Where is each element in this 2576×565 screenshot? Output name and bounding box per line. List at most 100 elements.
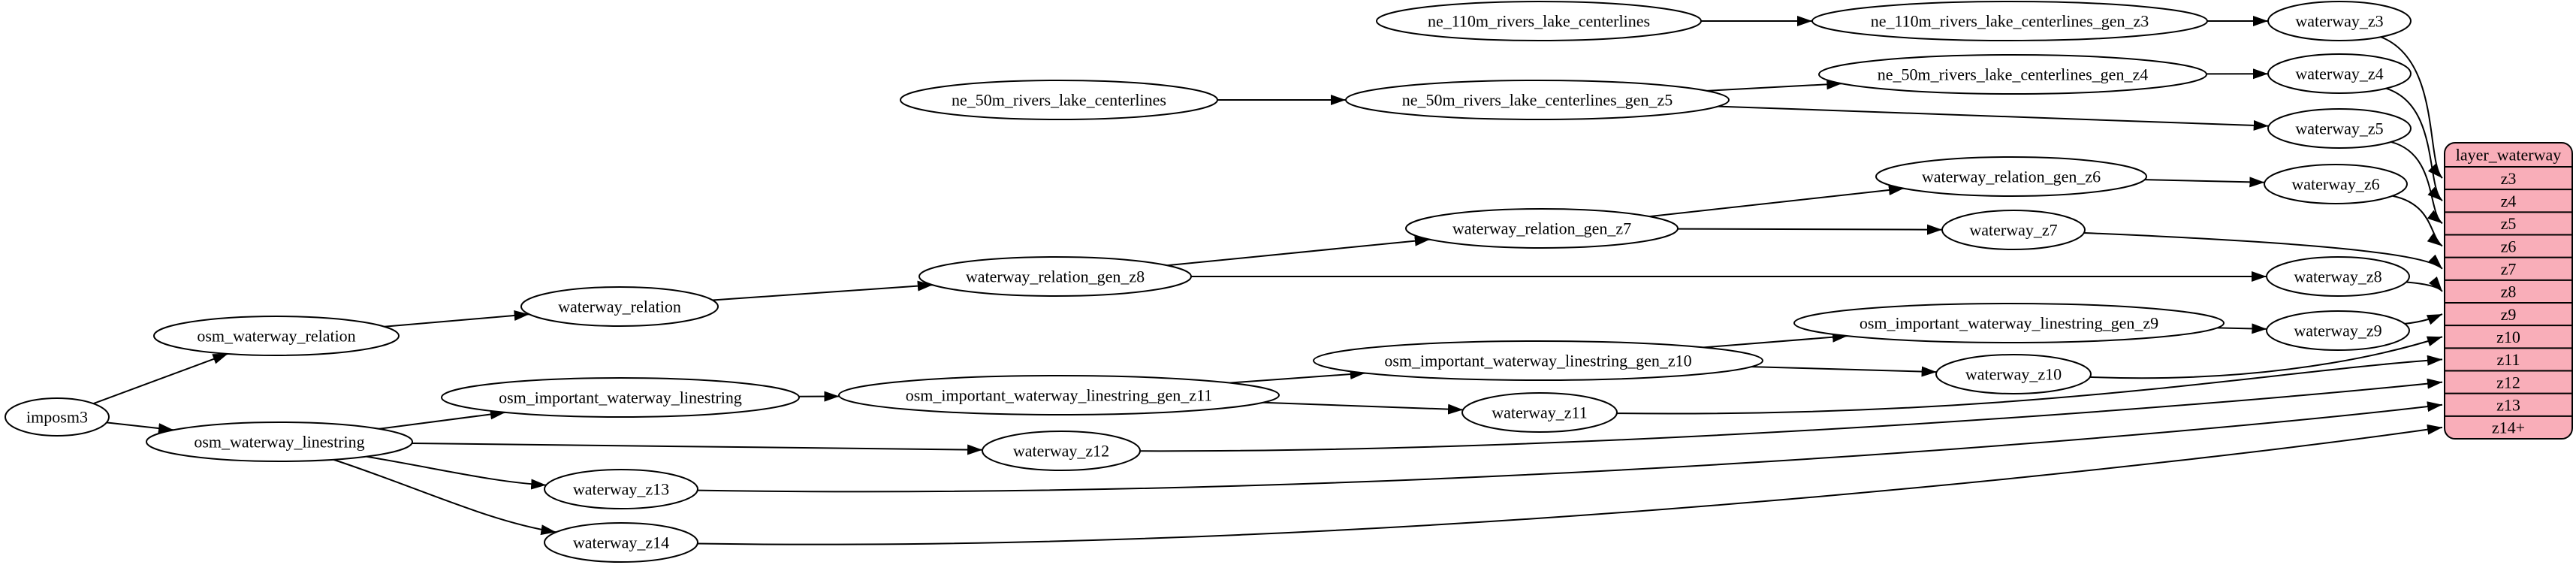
node-label-osm_important_waterway_linestring: osm_important_waterway_linestring — [499, 388, 742, 407]
node-osm_waterway_relation: osm_waterway_relation — [153, 316, 400, 356]
edge-waterway_z6-to-z6 — [2392, 195, 2443, 247]
edge-waterway_z10-to-z10 — [2089, 336, 2443, 379]
table-layer-waterway: layer_waterwayz3z4z5z6z7z8z9z10z11z12z13… — [2444, 142, 2573, 440]
node-waterway_z13: waterway_z13 — [544, 469, 698, 509]
node-ne_50m_rivers_lake_centerlines_gen_z5: ne_50m_rivers_lake_centerlines_gen_z5 — [1345, 80, 1730, 120]
table-row-z5: z5 — [2501, 214, 2517, 233]
edge-waterway_z8-to-z8 — [2406, 276, 2443, 292]
edge-waterway_relation_gen_z7-to-waterway_relation_gen_z6 — [1649, 185, 1905, 218]
node-label-osm_important_waterway_linestring_gen_z9: osm_important_waterway_linestring_gen_z9 — [1860, 314, 2158, 333]
edge-imposm3-to-osm_waterway_linestring — [106, 421, 174, 434]
edge-osm_waterway_relation-to-waterway_relation — [384, 310, 529, 328]
node-label-waterway_z14: waterway_z14 — [573, 533, 669, 552]
node-osm_important_waterway_linestring_gen_z11: osm_important_waterway_linestring_gen_z1… — [838, 375, 1280, 415]
node-label-ne_50m_rivers_lake_centerlines: ne_50m_rivers_lake_centerlines — [952, 91, 1166, 110]
node-shape-waterway_z12 — [982, 431, 1141, 471]
edge-waterway_relation_gen_z6-to-waterway_z6 — [2144, 177, 2265, 188]
node-osm_important_waterway_linestring: osm_important_waterway_linestring — [441, 377, 800, 418]
node-shape-ne_50m_rivers_lake_centerlines_gen_z5 — [1345, 80, 1730, 120]
node-waterway_z9: waterway_z9 — [2266, 310, 2410, 351]
node-imposm3: imposm3 — [5, 397, 110, 437]
node-label-waterway_relation_gen_z7: waterway_relation_gen_z7 — [1452, 219, 1631, 238]
table-row-z13: z13 — [2496, 395, 2520, 414]
table-row-z8: z8 — [2501, 282, 2517, 301]
node-label-waterway_z9: waterway_z9 — [2294, 322, 2381, 340]
table-row-z6: z6 — [2501, 237, 2517, 255]
edge-waterway_z5-to-z5 — [2390, 140, 2443, 225]
node-label-waterway_relation_gen_z6: waterway_relation_gen_z6 — [1922, 168, 2101, 186]
node-ne_50m_rivers_lake_centerlines_gen_z4: ne_50m_rivers_lake_centerlines_gen_z4 — [1818, 54, 2207, 95]
table-row-z14+: z14+ — [2492, 418, 2525, 437]
node-label-waterway_z6: waterway_z6 — [2291, 175, 2379, 194]
node-waterway_z14: waterway_z14 — [544, 522, 698, 563]
node-waterway_z3: waterway_z3 — [2267, 1, 2412, 41]
edge-waterway_relation_gen_z8-to-waterway_relation_gen_z7 — [1167, 235, 1430, 267]
edge-waterway_z9-to-z9 — [2404, 313, 2443, 325]
node-label-waterway_z7: waterway_z7 — [1969, 221, 2057, 240]
node-waterway_z12: waterway_z12 — [982, 431, 1141, 471]
node-shape-waterway_z9 — [2266, 310, 2410, 351]
table-row-z4: z4 — [2501, 192, 2517, 210]
node-label-osm_waterway_linestring: osm_waterway_linestring — [194, 433, 364, 452]
node-osm_important_waterway_linestring_gen_z9: osm_important_waterway_linestring_gen_z9 — [1793, 303, 2225, 343]
node-shape-waterway_relation_gen_z6 — [1875, 156, 2147, 197]
node-waterway_relation: waterway_relation — [520, 286, 719, 327]
edge-osm_important_waterway_linestring_gen_z10-to-osm_important_waterway_linestring_gen_z9 — [1703, 331, 1848, 349]
node-ne_50m_rivers_lake_centerlines: ne_50m_rivers_lake_centerlines — [900, 80, 1218, 120]
node-shape-osm_waterway_relation — [153, 316, 400, 356]
node-label-waterway_z13: waterway_z13 — [573, 480, 669, 499]
edge-waterway_z14-to-z14+ — [697, 424, 2443, 545]
edge-waterway_z13-to-z13 — [697, 401, 2443, 493]
node-label-osm_waterway_relation: osm_waterway_relation — [197, 327, 355, 346]
node-label-waterway_z5: waterway_z5 — [2295, 119, 2383, 138]
node-shape-waterway_z3 — [2267, 1, 2412, 41]
edge-waterway_relation-to-waterway_relation_gen_z8 — [712, 280, 933, 301]
node-shape-osm_important_waterway_linestring_gen_z11 — [838, 375, 1280, 415]
node-shape-waterway_relation — [520, 286, 719, 327]
edge-waterway_z4-to-z4 — [2385, 87, 2443, 202]
node-shape-waterway_z7 — [1941, 210, 2086, 250]
table-row-z10: z10 — [2496, 328, 2520, 346]
node-shape-waterway_z5 — [2267, 108, 2412, 149]
node-shape-waterway_z11 — [1461, 392, 1618, 433]
table-row-z12: z12 — [2496, 373, 2520, 391]
node-ne_110m_rivers_lake_centerlines: ne_110m_rivers_lake_centerlines — [1376, 1, 1702, 41]
node-shape-osm_important_waterway_linestring_gen_z10 — [1313, 340, 1763, 381]
edge-osm_important_waterway_linestring_gen_z11-to-waterway_z11 — [1262, 401, 1464, 415]
table-row-z7: z7 — [2501, 259, 2517, 278]
node-label-waterway_relation_gen_z8: waterway_relation_gen_z8 — [966, 267, 1145, 286]
edge-imposm3-to-osm_waterway_relation — [92, 352, 228, 405]
edge-ne_50m_rivers_lake_centerlines_gen_z5-to-waterway_z5 — [1718, 105, 2269, 131]
edge-waterway_z12-to-z12 — [1139, 378, 2443, 452]
node-shape-ne_50m_rivers_lake_centerlines — [900, 80, 1218, 120]
node-shape-waterway_z14 — [544, 522, 698, 563]
table-row-z3: z3 — [2501, 169, 2517, 188]
edge-osm_waterway_linestring-to-waterway_z14 — [333, 458, 557, 536]
edge-osm_waterway_linestring-to-waterway_z12 — [412, 443, 983, 455]
node-shape-waterway_relation_gen_z8 — [918, 256, 1192, 297]
table-row-z11: z11 — [2497, 350, 2520, 369]
node-waterway_z5: waterway_z5 — [2267, 108, 2412, 149]
edge-osm_important_waterway_linestring_gen_z9-to-waterway_z9 — [2217, 323, 2267, 334]
node-waterway_z7: waterway_z7 — [1941, 210, 2086, 250]
node-label-waterway_z12: waterway_z12 — [1013, 442, 1109, 461]
node-ne_110m_rivers_lake_centerlines_gen_z3: ne_110m_rivers_lake_centerlines_gen_z3 — [1811, 1, 2208, 41]
node-label-waterway_z8: waterway_z8 — [2294, 267, 2381, 286]
node-waterway_relation_gen_z6: waterway_relation_gen_z6 — [1875, 156, 2147, 197]
edge-waterway_z3-to-z3 — [2380, 36, 2443, 179]
table-title: layer_waterway — [2456, 146, 2561, 165]
node-waterway_z11: waterway_z11 — [1461, 392, 1618, 433]
node-label-waterway_z4: waterway_z4 — [2295, 65, 2383, 83]
node-label-ne_110m_rivers_lake_centerlines: ne_110m_rivers_lake_centerlines — [1428, 12, 1650, 31]
node-shape-waterway_z8 — [2266, 256, 2410, 297]
node-waterway_z6: waterway_z6 — [2264, 164, 2408, 204]
node-waterway_z4: waterway_z4 — [2267, 53, 2412, 94]
node-label-osm_important_waterway_linestring_gen_z11: osm_important_waterway_linestring_gen_z1… — [906, 386, 1213, 405]
edge-waterway_z7-to-z7 — [2083, 231, 2443, 270]
node-osm_important_waterway_linestring_gen_z10: osm_important_waterway_linestring_gen_z1… — [1313, 340, 1763, 381]
node-label-waterway_relation: waterway_relation — [558, 298, 681, 316]
node-shape-waterway_z13 — [544, 469, 698, 509]
node-waterway_z10: waterway_z10 — [1935, 354, 2092, 394]
